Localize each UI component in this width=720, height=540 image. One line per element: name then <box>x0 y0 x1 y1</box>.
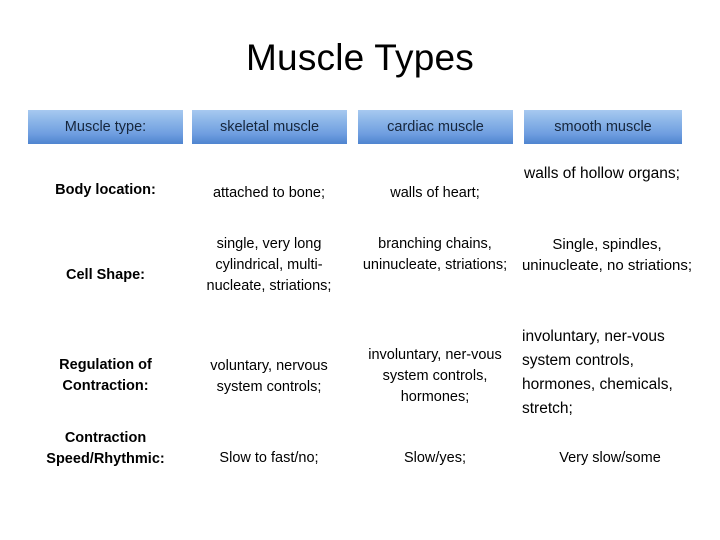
row-label-contraction-speed-rhythmic: Contraction Speed/Rhythmic: <box>46 430 165 467</box>
cell-body-location-skeletal: attached to bone; <box>212 185 326 201</box>
cell-body-location-smooth: walls of hollow organs; <box>524 165 680 182</box>
cell-speed-skeletal: Slow to fast/no; <box>219 450 319 466</box>
row-label-body-location: Body location: <box>55 182 156 198</box>
cell-body-location-cardiac: walls of heart; <box>390 185 480 201</box>
table-header-cardiac-muscle: cardiac muscle <box>358 110 513 144</box>
cell-speed-smooth: Very slow/some <box>559 450 661 466</box>
cell-cell-shape-cardiac: branching chains, uninucleate, striation… <box>362 236 508 273</box>
table-header-smooth-muscle: smooth muscle <box>524 110 682 144</box>
table-header-muscle-type: Muscle type: <box>28 110 183 144</box>
cell-regulation-skeletal: voluntary, nervous system controls; <box>210 358 328 395</box>
row-label-regulation-of-contraction: Regulation of Contraction: <box>59 357 152 394</box>
page-title: Muscle Types <box>246 37 474 78</box>
cell-cell-shape-smooth: Single, spindles, uninucleate, no striat… <box>521 236 693 274</box>
row-label-cell-shape: Cell Shape: <box>66 267 145 283</box>
cell-regulation-smooth: involuntary, ner-vous system controls, h… <box>522 328 673 417</box>
cell-speed-cardiac: Slow/yes; <box>403 450 467 466</box>
table-header-skeletal-muscle: skeletal muscle <box>192 110 347 144</box>
cell-regulation-cardiac: involuntary, ner-vous system controls, h… <box>368 347 502 405</box>
cell-cell-shape-skeletal: single, very long cylindrical, multi-nuc… <box>206 236 332 294</box>
table-header-row: Muscle type: skeletal muscle cardiac mus… <box>28 110 682 144</box>
